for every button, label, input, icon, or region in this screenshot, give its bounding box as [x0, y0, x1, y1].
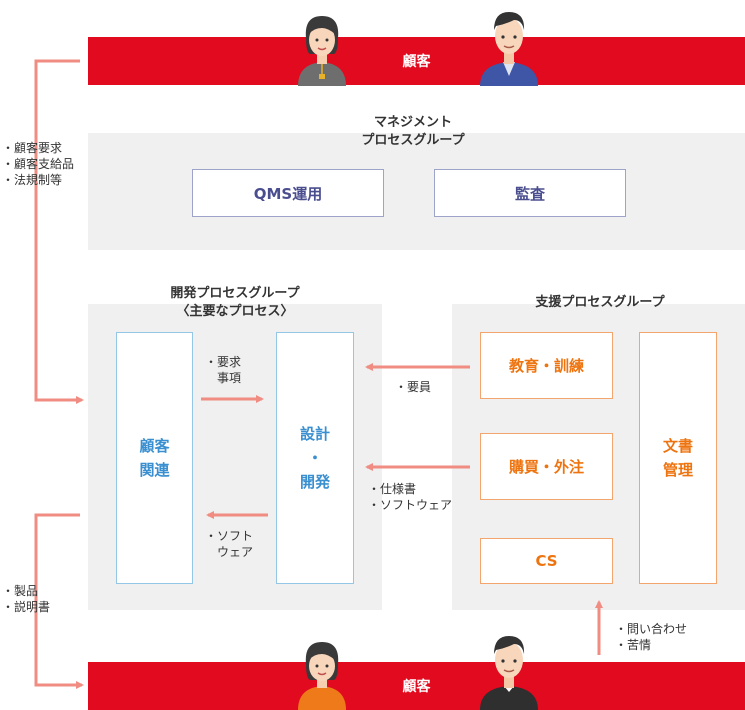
personnel-label: ・要員: [395, 379, 431, 395]
inquiry-line1: ・問い合わせ: [615, 622, 688, 636]
woman-icon-top: [298, 16, 346, 86]
document-line1: 文書: [662, 437, 693, 455]
document-line2: 管理: [662, 461, 693, 479]
design-line2: ・: [307, 449, 323, 467]
customer-input-arrow: [34, 59, 84, 404]
customer-top-label: 顧客: [402, 54, 431, 70]
cs-label: CS: [535, 552, 558, 570]
development-title: 開発プロセスグループ 〈主要なプロセス〉: [135, 285, 335, 321]
customer-related-box: 顧客 関連: [116, 332, 193, 584]
purchasing-outsourcing-label: 購買・外注: [508, 457, 584, 476]
product-line1: ・製品: [2, 584, 39, 598]
purchasing-outsourcing-box: 購買・外注: [480, 433, 613, 500]
software-line2: ウェア: [217, 545, 254, 559]
customer-input-label: ・顧客要求 ・顧客支給品 ・法規制等: [2, 140, 74, 188]
customer-bar-bottom: 顧客: [88, 662, 745, 710]
customer-input-line3: ・法規制等: [2, 173, 63, 187]
specification-line2: ・ソフトウェア: [368, 498, 453, 512]
specification-line1: ・仕様書: [368, 482, 417, 496]
customer-input-line1: ・顧客要求: [2, 141, 63, 155]
requirements-label: ・要求 事項: [205, 354, 241, 386]
personnel-line1: ・要員: [395, 380, 432, 394]
management-title-line2: プロセスグループ: [361, 133, 465, 148]
inquiry-label: ・問い合わせ ・苦情: [615, 621, 687, 653]
requirements-line2: 事項: [217, 371, 242, 385]
product-output-arrow: [34, 513, 84, 689]
customer-related-line2: 関連: [139, 461, 170, 479]
design-line3: 開発: [299, 473, 330, 491]
man-icon-top: [480, 12, 538, 86]
audit-box: 監査: [434, 169, 626, 217]
customer-related-line1: 顧客: [139, 437, 170, 455]
man-icon-bottom: [480, 636, 538, 710]
cs-box: CS: [480, 538, 613, 584]
qms-operation-box: QMS運用: [192, 169, 384, 217]
development-title-line1: 開発プロセスグループ: [170, 286, 300, 301]
management-title: マネジメント プロセスグループ: [313, 114, 513, 150]
design-line1: 設計: [299, 425, 330, 443]
development-title-line2: 〈主要なプロセス〉: [176, 304, 294, 319]
audit-label: 監査: [514, 184, 545, 203]
design-development-box: 設計 ・ 開発: [276, 332, 354, 584]
product-label: ・製品 ・説明書: [2, 583, 50, 615]
requirements-line1: ・要求: [205, 355, 242, 369]
education-training-box: 教育・訓練: [480, 332, 613, 399]
document-management-box: 文書 管理: [639, 332, 717, 584]
management-title-line1: マネジメント: [373, 115, 452, 130]
support-title: 支援プロセスグループ: [500, 294, 700, 312]
software-line1: ・ソフト: [205, 529, 254, 543]
product-line2: ・説明書: [2, 600, 51, 614]
inquiry-line2: ・苦情: [615, 638, 652, 652]
qms-operation-label: QMS運用: [253, 184, 323, 203]
education-training-label: 教育・訓練: [508, 356, 584, 375]
specification-label: ・仕様書 ・ソフトウェア: [368, 481, 452, 513]
customer-bar-top: 顧客: [88, 37, 745, 85]
software-label: ・ソフト ウェア: [205, 528, 253, 560]
customer-bottom-label: 顧客: [402, 679, 431, 695]
woman-icon-bottom: [298, 642, 346, 710]
customer-input-line2: ・顧客支給品: [2, 157, 75, 171]
support-title-text: 支援プロセスグループ: [535, 295, 665, 310]
